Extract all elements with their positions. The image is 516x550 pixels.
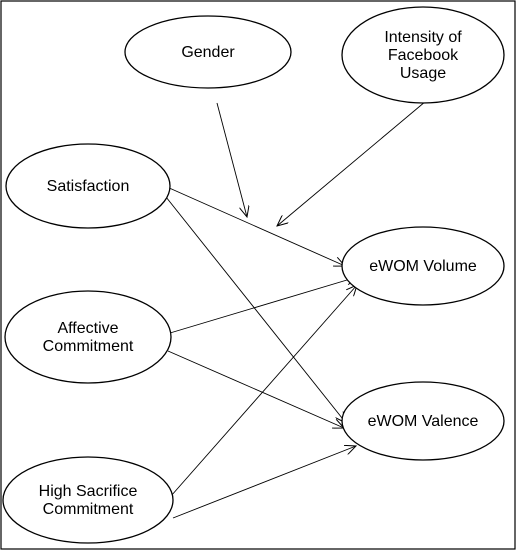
node-ewom-volume: eWOM Volume — [341, 226, 505, 306]
node-ewom-valence-label-line: eWOM Valence — [368, 413, 479, 430]
node-high-sacrifice-label-line: Commitment — [43, 501, 134, 518]
edge-affective-ewom-valence — [167, 350, 344, 428]
arrow-high-sacrifice-to-ewom-volume — [170, 285, 357, 497]
node-affective-label-line: Affective — [57, 320, 118, 337]
node-intensity-label-line: Intensity of — [384, 29, 462, 46]
arrow-gender-to-ewom-volume — [216, 102, 247, 217]
node-affective-ellipse — [4, 290, 172, 384]
node-high-sacrifice-ellipse — [2, 456, 174, 544]
node-high-sacrifice-label-line: High Sacrifice — [39, 483, 138, 500]
node-intensity-label-line: Usage — [400, 65, 446, 82]
edges-layer — [165, 95, 433, 519]
node-ewom-volume-ellipse — [341, 226, 505, 306]
node-gender-label-line: Gender — [181, 44, 235, 61]
node-ewom-valence: eWOM Valence — [341, 381, 505, 461]
node-intensity-label-line: Facebook — [388, 47, 459, 64]
node-satisfaction-label-line: Satisfaction — [47, 178, 130, 195]
arrow-intensity-to-ewom-volume — [277, 95, 433, 226]
edge-gender-ewom-volume — [216, 102, 247, 217]
node-intensity-ellipse — [341, 6, 505, 104]
arrow-affective-to-ewom-volume — [169, 277, 357, 334]
edge-high-sacrifice-ewom-volume — [170, 285, 357, 497]
edge-affective-ewom-volume — [169, 277, 357, 334]
edge-satisfaction-ewom-volume — [166, 186, 345, 266]
node-gender: Gender — [124, 15, 292, 89]
node-satisfaction-ellipse — [5, 143, 171, 229]
edge-high-sacrifice-ewom-valence — [172, 446, 356, 519]
node-gender-ellipse — [124, 15, 292, 89]
arrow-affective-to-ewom-valence — [167, 350, 344, 428]
node-satisfaction: Satisfaction — [5, 143, 171, 229]
edge-satisfaction-ewom-valence — [165, 196, 346, 423]
arrow-high-sacrifice-to-ewom-valence — [172, 446, 356, 519]
node-ewom-valence-ellipse — [341, 381, 505, 461]
arrow-satisfaction-to-ewom-volume — [166, 186, 345, 266]
nodes-layer: Gender Intensity ofFacebookUsageSatisfact… — [2, 6, 505, 544]
node-affective-label-line: Commitment — [43, 338, 134, 355]
edge-intensity-ewom-volume — [277, 95, 433, 226]
arrow-satisfaction-to-ewom-valence — [165, 196, 346, 423]
node-ewom-volume-label-line: eWOM Volume — [369, 258, 477, 275]
